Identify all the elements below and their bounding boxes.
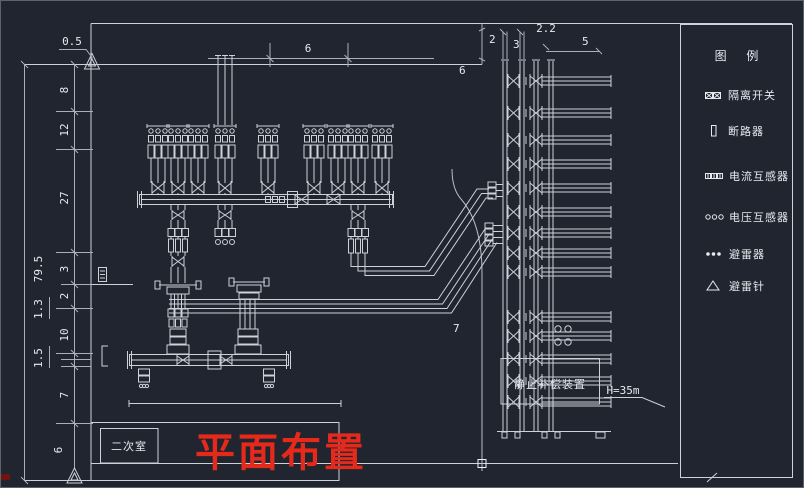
- ucs-icon: [1, 474, 10, 480]
- left-dimension-lines: [20, 60, 93, 485]
- ladder-tap-lower: [484, 222, 503, 247]
- dim-seg-7: 7: [58, 392, 71, 399]
- lightning-rod-icon: [706, 280, 720, 291]
- bay-group-east: [302, 123, 394, 196]
- lower-bus: [127, 350, 291, 389]
- area-number-label: 7: [453, 322, 460, 335]
- legend-item-label: 隔离开关: [728, 89, 776, 102]
- dim-seg-2: 2: [58, 293, 71, 300]
- height-note-label: H=35m: [606, 384, 639, 397]
- dim-step-2: 2: [489, 33, 496, 46]
- legend-item-breaker: 断路器: [705, 123, 764, 139]
- legend-item-lightning-rod: 避雷针: [705, 278, 765, 294]
- dim-note-13: 1.3: [32, 299, 45, 319]
- main-bus: [137, 191, 394, 208]
- legend-item-label: 避雷针: [729, 280, 765, 293]
- legend-item-current-transformer: 电流互感器: [705, 168, 789, 184]
- voltage-transformer-icon: [705, 214, 724, 220]
- feeder-west-long: [154, 204, 202, 355]
- junction-tower: [228, 277, 270, 355]
- dim-gantry-22: 2.2: [536, 22, 556, 35]
- height-note: H=35m: [604, 384, 666, 408]
- dim-lead-05: 0.5: [62, 35, 82, 48]
- dim-note-15: 1.5: [32, 348, 45, 368]
- compensator-box: 静止补偿装置: [500, 358, 600, 405]
- dim-seg-10: 10: [58, 328, 71, 341]
- top-dimension-labels: 0.5 6 6 2 3 2.2 5: [62, 22, 589, 77]
- feeder-center-short: [214, 204, 236, 245]
- circuit-breaker-icon: [711, 125, 717, 137]
- compensator-label: 静止补偿装置: [514, 377, 586, 391]
- drawing-frame: [24, 23, 792, 481]
- legend-item-label: 断路器: [728, 125, 764, 138]
- dim-seg-8: 8: [58, 87, 71, 94]
- lightning-rod-symbol-bottomleft: [66, 466, 83, 484]
- busbar-ladder: [497, 59, 612, 439]
- legend-item-arrester: 避雷器: [705, 246, 765, 262]
- cable-bundle-upper: [350, 188, 493, 276]
- dim-gantry-5: 5: [582, 35, 589, 48]
- left-dimension-labels: 79.5 8 12 27 3 2 10 7 6 1.3 1.5: [32, 87, 71, 454]
- lightning-rod-symbol-topleft: [83, 52, 101, 70]
- legend-item-label: 避雷器: [729, 248, 765, 261]
- dim-span-6: 6: [305, 42, 312, 55]
- disconnector-icon: [705, 91, 721, 99]
- gantry-mast: [215, 55, 235, 125]
- dim-gantry-3: 3: [513, 38, 520, 51]
- dim-seg-6: 6: [52, 447, 65, 454]
- current-transformer-icon: [705, 173, 723, 179]
- feeder-east-to-cables: [347, 204, 369, 254]
- legend-title: 图 例: [714, 49, 767, 63]
- cable-bundle-lower: [169, 228, 498, 314]
- legend-item-label: 电流互感器: [729, 170, 789, 183]
- dim-total-left: 79.5: [32, 256, 45, 283]
- drawing-title: 平面布置: [195, 429, 367, 476]
- legend-item-voltage-transformer: 电压互感器: [705, 209, 789, 225]
- dim-seg-3: 3: [58, 266, 71, 273]
- arrester-icon: [706, 252, 721, 256]
- dim-seg-12: 12: [58, 123, 71, 136]
- bay-group-west: [146, 55, 280, 196]
- top-dimension-lines: [59, 27, 603, 67]
- ladder-tap-upper: [487, 181, 503, 200]
- legend-panel: 图 例 隔离开关 断路器 电流互感器: [680, 24, 793, 478]
- dim-right-6: 6: [459, 64, 466, 77]
- dim-seg-27: 27: [58, 191, 71, 204]
- legend-item-label: 电压互感器: [729, 211, 789, 224]
- secondary-room-label: 二次室: [111, 439, 147, 453]
- legend-item-disconnector: 隔离开关: [705, 87, 776, 103]
